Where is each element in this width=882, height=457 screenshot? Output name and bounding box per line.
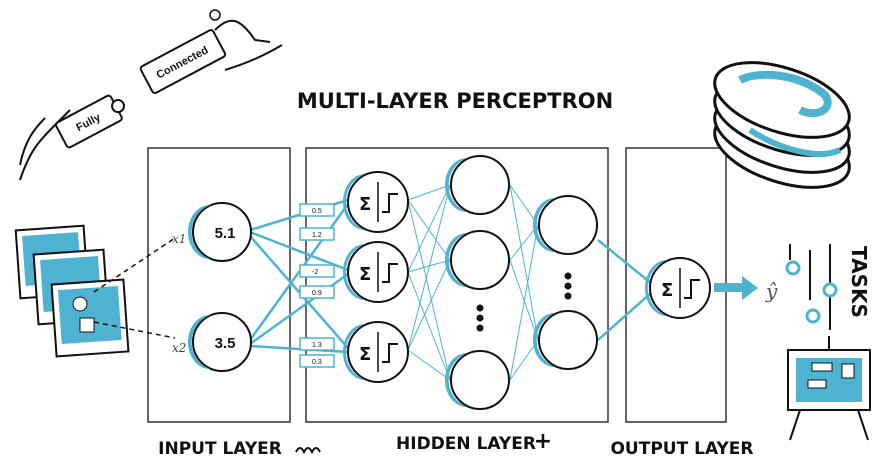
- hidden-neuron-3-1: [533, 195, 598, 255]
- input-neuron-2: 3.5: [188, 312, 252, 372]
- input-layer-label: INPUT LAYER: [158, 439, 282, 457]
- hidden-connections-b: [509, 184, 539, 381]
- input-var-2: x2: [172, 341, 186, 355]
- input-connections: [248, 198, 350, 354]
- hidden-layer-plus: +: [534, 429, 552, 454]
- hidden-neuron-2-1: [445, 155, 510, 215]
- weight-3: -2: [312, 269, 318, 276]
- hidden-layer-frame: [305, 147, 609, 423]
- output-neuron: Σ: [645, 257, 711, 319]
- weight-2: 1.2: [312, 232, 322, 239]
- weight-1: 0.5: [312, 208, 322, 215]
- input-layer-frame: [147, 147, 291, 423]
- weight-boxes: 0.5 1.2 -2 0.9 1.3 0.3: [299, 203, 335, 368]
- hidden-layer-label: HIDDEN LAYER: [396, 434, 536, 454]
- output-arrow: [714, 276, 758, 300]
- svg-text:Σ: Σ: [359, 264, 371, 285]
- weight-5: 1.3: [312, 342, 322, 349]
- input-var-1: x1: [172, 232, 186, 246]
- output-symbol: ŷ: [765, 279, 778, 303]
- squiggle-icon: [295, 447, 321, 455]
- puzzle-illustration: Fully Connected: [19, 9, 283, 181]
- hidden-neuron-3-2: [533, 310, 598, 370]
- model-illustration: [713, 61, 851, 189]
- weight-6: 0.3: [312, 359, 322, 366]
- hidden-neuron-2-2: [445, 230, 510, 290]
- task-board-illustration: [787, 336, 871, 441]
- tasks-label: TASKS: [847, 246, 871, 318]
- output-layer-label: OUTPUT LAYER: [610, 439, 753, 457]
- svg-text:Σ: Σ: [359, 344, 371, 365]
- hidden-sum-neuron-1: Σ: [343, 171, 409, 233]
- hidden-connections-a: [407, 184, 451, 381]
- hidden-sum-neuron-2: Σ: [343, 241, 409, 303]
- input-value-2: 3.5: [215, 335, 236, 352]
- hidden-ellipsis-a: [476, 304, 484, 332]
- input-neuron-1: 5.1: [188, 202, 252, 262]
- diagram-title: MULTI-LAYER PERCEPTRON: [297, 89, 613, 113]
- weight-4: 0.9: [312, 290, 322, 297]
- output-connections: [597, 239, 653, 341]
- svg-text:Σ: Σ: [359, 194, 371, 215]
- input-images-stack: [14, 224, 130, 358]
- svg-text:Σ: Σ: [661, 280, 673, 301]
- input-value-1: 5.1: [215, 225, 236, 242]
- hidden-ellipsis-b: [564, 272, 572, 300]
- tasks-panel: TASKS: [785, 244, 871, 330]
- hidden-neuron-2-3: [445, 350, 510, 410]
- hidden-sum-neuron-3: Σ: [343, 321, 409, 383]
